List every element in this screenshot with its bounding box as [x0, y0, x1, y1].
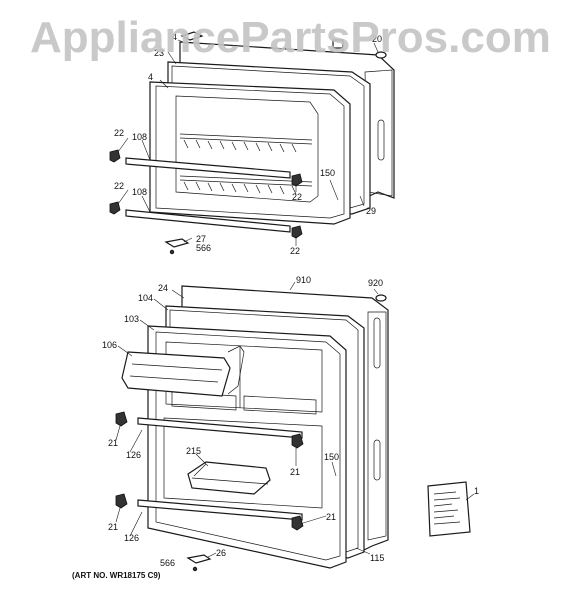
callout-103: 103 — [124, 314, 139, 324]
callout-23: 23 — [154, 48, 164, 58]
freezer-shelf-clips — [109, 149, 303, 239]
callout-150-fresh-food: 150 — [324, 452, 339, 462]
freezer-hinge-pin-27 — [164, 238, 190, 248]
callout-22-upper-left: 22 — [114, 128, 124, 138]
callout-104: 104 — [138, 293, 153, 303]
callout-21-upper-right: 21 — [290, 467, 300, 477]
callout-22-lower-right: 22 — [290, 246, 300, 256]
callout-106: 106 — [102, 340, 117, 350]
freezer-shelf-ridges — [179, 133, 313, 195]
callout-21-lower-right: 21 — [326, 512, 336, 522]
fresh-food-shelf-bar-lower — [137, 499, 303, 521]
callout-126-upper: 126 — [126, 450, 141, 460]
art-number: (ART NO. WR18175 C9) — [72, 571, 161, 580]
literature-pack — [427, 481, 471, 537]
fresh-food-shelf-clips — [115, 411, 304, 531]
leader-lines — [115, 39, 475, 558]
freezer-shelf-bar-lower — [125, 209, 291, 233]
callout-29: 29 — [366, 206, 376, 216]
callout-24: 24 — [158, 283, 168, 293]
callout-21-lower-left: 21 — [108, 522, 118, 532]
callout-126-lower: 126 — [124, 533, 139, 543]
callout-21-upper-left: 21 — [108, 438, 118, 448]
freezer-top-plug — [332, 39, 344, 49]
callout-22-lower-left: 22 — [114, 181, 124, 191]
fresh-food-hinge-pin-26 — [186, 554, 212, 564]
freezer-door-assembly — [109, 31, 395, 255]
callout-150-freezer: 150 — [320, 168, 335, 178]
callout-27: 27 — [196, 234, 206, 244]
callout-115: 115 — [370, 553, 384, 563]
freezer-hinge-plug — [375, 51, 387, 59]
watermark: AppliancePartsPros.com — [30, 13, 551, 62]
callout-566-freezer: 566 — [196, 243, 211, 253]
freezer-door-liner — [149, 81, 351, 225]
fresh-food-hinge-plug — [375, 294, 387, 302]
freezer-shelf-bar-upper — [125, 157, 291, 179]
callout-22-upper-right: 22 — [292, 192, 302, 202]
callout-215: 215 — [186, 446, 201, 456]
door-bin-215 — [187, 461, 271, 495]
callout-566-fresh-food: 566 — [160, 558, 175, 568]
dairy-compartment-door — [121, 351, 231, 397]
callout-910: 910 — [296, 275, 311, 285]
callout-108-upper: 108 — [132, 132, 147, 142]
callout-20: 20 — [372, 34, 382, 44]
fresh-food-door-assembly — [115, 285, 471, 572]
callout-26: 26 — [216, 548, 226, 558]
callout-1: 1 — [474, 486, 479, 496]
callout-108-lower: 108 — [132, 187, 147, 197]
callout-labels: 4 20 23 4 22 108 150 22 108 22 29 27 566… — [102, 32, 479, 568]
fresh-food-shelf-bar-upper — [137, 417, 303, 439]
callout-4-liner: 4 — [148, 72, 153, 82]
callout-920: 920 — [368, 278, 383, 288]
callout-4-top: 4 — [172, 32, 177, 42]
